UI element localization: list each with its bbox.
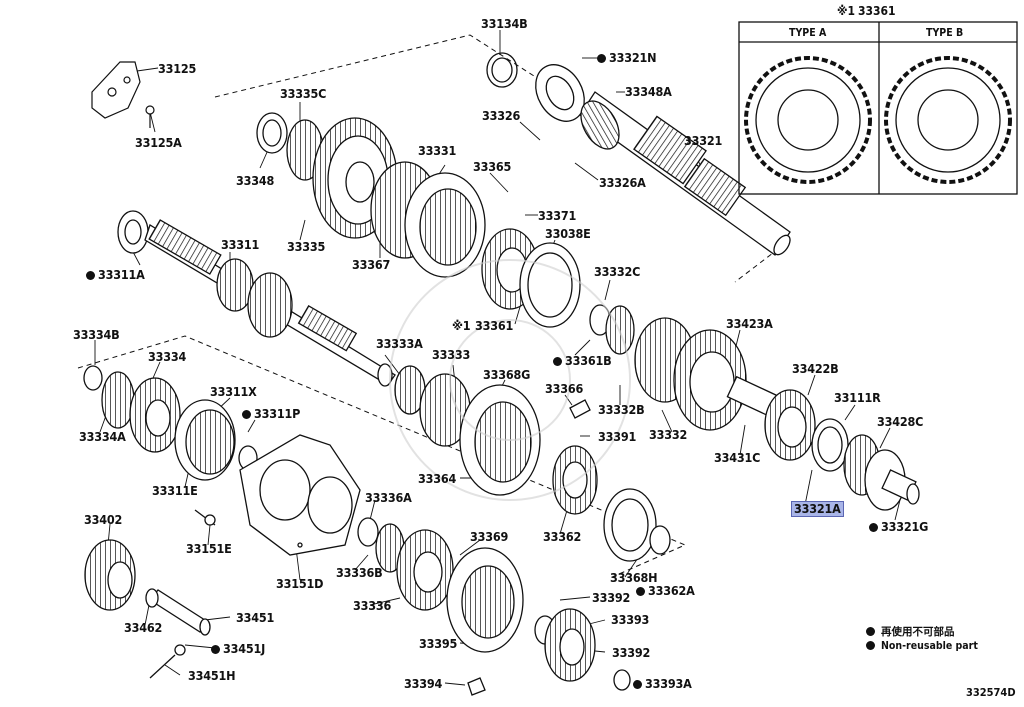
part-label: 33332C (594, 264, 641, 279)
part-label: 33311X (210, 384, 257, 399)
input-shaft-33311 (117, 210, 396, 387)
part-label: 33348 (236, 173, 275, 188)
part-label: 33335C (280, 86, 327, 101)
part-label: 33038E (545, 226, 591, 241)
ref-mark-label: ※1 (452, 318, 471, 333)
part-label: 33311A (86, 268, 145, 282)
part-label: 33111R (834, 390, 881, 405)
part-label: 33125 (158, 61, 197, 76)
part-label: 33333 (432, 347, 471, 362)
part-label: 33365 (473, 159, 512, 174)
part-label: 33368H (610, 570, 658, 585)
part-label: 33331 (418, 143, 457, 158)
part-label: 33422B (792, 361, 839, 376)
part-label: 33335 (287, 239, 326, 254)
part-label: 33348A (625, 84, 672, 99)
part-label: 33431C (714, 450, 761, 465)
part-label-highlighted[interactable]: 33321A (791, 501, 844, 517)
part-label: 33311E (152, 483, 198, 498)
part-label: 33451 (236, 610, 275, 625)
part-label: 33321N (597, 51, 657, 65)
part-label: 33362A (636, 584, 695, 598)
part-label: 33361B (553, 354, 612, 368)
part-label: 33368G (483, 367, 531, 382)
part-label: 33391 (598, 429, 637, 444)
gear-group-33336 (357, 517, 631, 696)
legend-text: Non-reusable part (881, 640, 978, 652)
part-label: 33332 (649, 427, 688, 442)
part-label: 33451J (211, 642, 265, 656)
part-label: 33125A (135, 135, 182, 150)
part-label: 33394 (404, 676, 443, 691)
part-label: 33362 (543, 529, 582, 544)
part-label: 33326A (599, 175, 646, 190)
type-box-ref-mark: ※1 (837, 4, 856, 18)
legend-line-japanese: 再使用不可部品 (866, 624, 955, 639)
legend-bullet-icon (866, 627, 875, 636)
part-label: 33336B (336, 565, 383, 580)
gear-group-33402 (84, 539, 211, 679)
legend-bullet-icon (866, 641, 875, 650)
output-shaft-33321 (535, 64, 791, 256)
legend-text: 再使用不可部品 (881, 626, 955, 638)
part-label: 33364 (418, 471, 457, 486)
plate-33125 (91, 61, 155, 128)
legend-line-english: Non-reusable part (866, 640, 978, 652)
part-label: 33334 (148, 349, 187, 364)
gasket-33151D (194, 434, 361, 556)
part-label: 33395 (419, 636, 458, 651)
type-b-heading: TYPE B (926, 27, 964, 39)
part-label: 33393A (633, 677, 692, 691)
part-label: 33392 (592, 590, 631, 605)
part-label: 33134B (481, 16, 528, 31)
part-label: 33321G (869, 520, 928, 534)
part-label: 33462 (124, 620, 163, 635)
type-box-title: 33361 (858, 4, 896, 18)
part-label: 33336 (353, 598, 392, 613)
part-label: 33311P (242, 407, 300, 421)
gear-group-33422B (764, 389, 920, 511)
type-a-heading: TYPE A (789, 27, 827, 39)
part-label: 33334A (79, 429, 126, 444)
part-label: 33451H (188, 668, 236, 683)
type-detail-box (738, 21, 1018, 195)
part-label: 33367 (352, 257, 391, 272)
part-label: 33336A (365, 490, 412, 505)
part-label: 33333A (376, 336, 423, 351)
gear-group-33361 (481, 228, 779, 431)
part-label: 33361 (475, 318, 514, 333)
part-label: 33321 (684, 133, 723, 148)
part-label: 33428C (877, 414, 924, 429)
gear-group-33334 (83, 365, 258, 481)
part-label: 33423A (726, 316, 773, 331)
part-label: 33326 (482, 108, 521, 123)
gear-set-33335 (256, 112, 486, 278)
part-label: 33369 (470, 529, 509, 544)
diagram-code: 332574D (966, 686, 1016, 699)
part-label: 33392 (612, 645, 651, 660)
part-label: 33332B (598, 402, 645, 417)
part-label: 33393 (611, 612, 650, 627)
snap-ring-33134B (486, 52, 518, 88)
part-label: 33402 (84, 512, 123, 527)
part-label: 33151D (276, 576, 324, 591)
part-label: 33151E (186, 541, 232, 556)
watermark-logo (389, 259, 631, 501)
part-label: 33311 (221, 237, 260, 252)
part-label: 33366 (545, 381, 584, 396)
part-label: 33334B (73, 327, 120, 342)
part-label: 33371 (538, 208, 577, 223)
